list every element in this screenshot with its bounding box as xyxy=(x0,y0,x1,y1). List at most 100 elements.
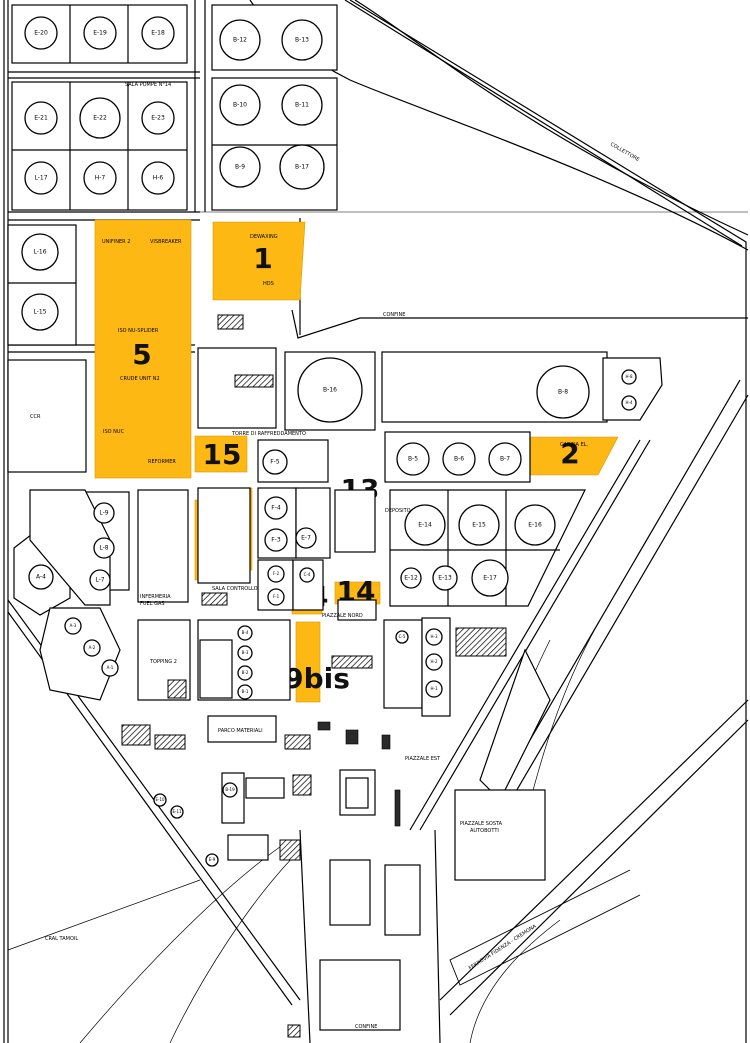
tank-label: A-2 xyxy=(89,645,96,650)
zone-1[interactable]: DEWAXING 1 HDS xyxy=(212,221,306,301)
tank-label: E-7 xyxy=(301,535,311,542)
tank-circle xyxy=(83,161,117,195)
tank-circle xyxy=(83,639,101,657)
sala-controllo-label: SALA CONTROLLO xyxy=(212,586,258,592)
tank-b-3: B-3 xyxy=(237,645,253,661)
tank-l-15: L-15 xyxy=(21,293,59,331)
tank-circle xyxy=(153,793,167,807)
tank-circle xyxy=(141,101,175,135)
tank-circle xyxy=(237,665,253,681)
tank-circle xyxy=(264,528,288,552)
tank-circle xyxy=(79,97,121,139)
tank-label: H-3 xyxy=(431,634,438,639)
tank-label: B-10 xyxy=(233,102,247,109)
tank-e-12: E-12 xyxy=(400,567,422,589)
tank-label: L-9 xyxy=(99,510,108,517)
tank-label: L-16 xyxy=(33,249,46,256)
tank-h-7: H-7 xyxy=(83,161,117,195)
svg-text:DEWAXING: DEWAXING xyxy=(250,234,278,240)
tank-label: H-8 xyxy=(626,374,633,379)
svg-text:ISO NUC: ISO NUC xyxy=(103,429,125,435)
tank-circle xyxy=(267,565,285,583)
tank-a-3: A-3 xyxy=(64,617,82,635)
tank-a-4: A-4 xyxy=(28,564,54,590)
zone-9bis[interactable]: 9bis xyxy=(284,621,350,703)
tank-circle xyxy=(237,684,253,700)
tank-label: L-8 xyxy=(99,545,108,552)
tank-l-17: L-17 xyxy=(24,161,58,195)
tank-label: E-19 xyxy=(93,30,107,37)
tank-b-19: B-19 xyxy=(222,782,238,798)
tank-b-7: B-7 xyxy=(488,442,522,476)
tank-label: C-5 xyxy=(399,634,406,639)
piazzale-sosta-label: PIAZZALE SOSTA xyxy=(460,821,503,827)
tank-label: E-23 xyxy=(151,115,165,122)
tank-b-17: B-17 xyxy=(279,144,325,190)
tank-e-17: E-17 xyxy=(471,559,509,597)
tank-label: E-9 xyxy=(209,857,216,862)
tank-label: B-19 xyxy=(225,787,235,792)
tank-label: E-14 xyxy=(418,522,432,529)
zone-2[interactable]: 2 xyxy=(529,436,619,476)
tank-label: A-4 xyxy=(36,574,46,581)
tank-circle xyxy=(237,625,253,641)
tank-circle xyxy=(24,16,58,50)
tank-label: B-4 xyxy=(242,630,249,635)
tank-label: L-17 xyxy=(34,175,47,182)
tank-circle xyxy=(425,653,443,671)
tank-label: B-6 xyxy=(454,456,464,463)
tank-b-11: B-11 xyxy=(281,84,323,126)
tank-label: H-2 xyxy=(431,659,438,664)
tank-label: H-1 xyxy=(431,686,438,691)
tank-l-9: L-9 xyxy=(93,502,115,524)
tank-e-7: E-7 xyxy=(295,527,317,549)
piazzale-nord-label: PIAZZALE NORD xyxy=(322,613,363,619)
tank-label: E-15 xyxy=(472,522,486,529)
tank-label: F-5 xyxy=(270,459,280,466)
tank-circle xyxy=(297,357,363,423)
svg-text:HDS: HDS xyxy=(263,281,274,287)
cabina-label: CABINA EL. xyxy=(560,442,589,448)
tank-label: H-4 xyxy=(626,400,633,405)
tank-circle xyxy=(219,19,261,61)
tank-label: E-12 xyxy=(404,575,418,582)
tank-label: E-16 xyxy=(528,522,542,529)
tank-label: B-7 xyxy=(500,456,510,463)
tank-circle xyxy=(141,16,175,50)
zone-15[interactable]: 15 xyxy=(194,435,248,473)
tank-circle xyxy=(24,101,58,135)
tank-c-4: C-4 xyxy=(299,567,315,583)
tank-e-19: E-19 xyxy=(83,16,117,50)
tank-circle xyxy=(237,645,253,661)
tank-circle xyxy=(442,442,476,476)
tank-circle xyxy=(432,565,458,591)
tank-label: B-12 xyxy=(233,37,247,44)
tank-b-2: B-2 xyxy=(237,665,253,681)
topping-label: TOPPING 2 xyxy=(149,659,177,665)
tank-e-22: E-22 xyxy=(79,97,121,139)
tank-circle xyxy=(141,161,175,195)
tank-circle xyxy=(281,19,323,61)
tank-circle xyxy=(89,569,111,591)
tank-e-18: E-18 xyxy=(141,16,175,50)
tank-l-7: L-7 xyxy=(89,569,111,591)
tank-circle xyxy=(267,588,285,606)
tank-circle xyxy=(219,146,261,188)
tank-circle xyxy=(222,782,238,798)
tank-circle xyxy=(514,504,556,546)
tank-e-16: E-16 xyxy=(514,504,556,546)
tank-h-6: H-6 xyxy=(141,161,175,195)
tank-h-2: H-2 xyxy=(425,653,443,671)
torre-label: TORRE DI RAFFREDDAMENTO xyxy=(231,431,306,437)
tank-label: B-16 xyxy=(323,387,337,394)
tank-label: B-5 xyxy=(408,456,418,463)
tank-label: E-21 xyxy=(34,115,48,122)
tank-e-14: E-14 xyxy=(404,504,446,546)
zone-15-number: 15 xyxy=(203,438,242,471)
tank-label: B-11 xyxy=(295,102,309,109)
tank-label: B-17 xyxy=(295,164,309,171)
tank-circle xyxy=(24,161,58,195)
zone-5[interactable]: UNIFINER 2 VISBREAKER ISO NU-SPLIDER 5 C… xyxy=(94,219,192,479)
tank-label: F-1 xyxy=(273,594,280,599)
